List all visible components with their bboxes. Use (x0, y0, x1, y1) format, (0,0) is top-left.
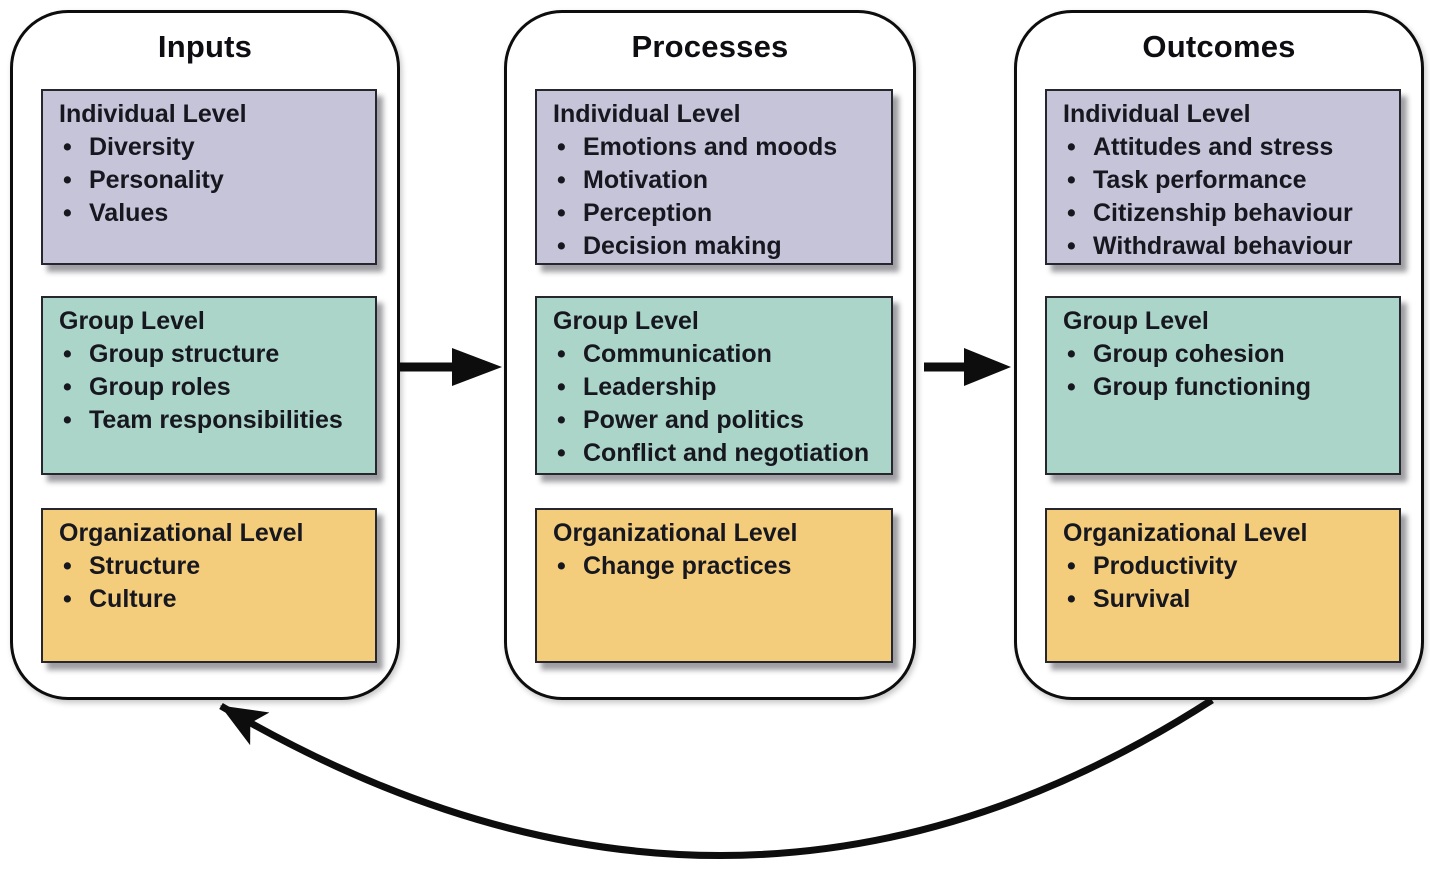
box-title: Group Level (553, 307, 699, 335)
panel-outcomes: Outcomes Individual Level Attitudes and … (1014, 10, 1424, 700)
box-title: Organizational Level (553, 519, 798, 547)
bullet-item: Citizenship behaviour (1063, 197, 1389, 230)
box-title: Organizational Level (59, 519, 304, 547)
arrow-processes-to-outcomes (924, 348, 1011, 386)
inputs-group-level-box: Group Level Group structureGroup rolesTe… (41, 296, 377, 475)
bullet-item: Emotions and moods (553, 131, 881, 164)
processes-group-level-box: Group Level CommunicationLeadershipPower… (535, 296, 893, 475)
bullet-list: DiversityPersonalityValues (59, 131, 365, 230)
bullet-item: Withdrawal behaviour (1063, 230, 1389, 263)
panel-outcomes-title: Outcomes (1142, 29, 1296, 64)
arrow-inputs-to-processes (399, 348, 502, 386)
box-title: Group Level (1063, 307, 1209, 335)
bullet-item: Culture (59, 583, 365, 616)
bullet-item: Structure (59, 550, 365, 583)
outcomes-group-level-box: Group Level Group cohesionGroup function… (1045, 296, 1401, 475)
box-title: Individual Level (553, 100, 741, 128)
bullet-list: CommunicationLeadershipPower and politic… (553, 338, 881, 470)
bullet-item: Values (59, 197, 365, 230)
bullet-item: Change practices (553, 550, 881, 583)
bullet-item: Group functioning (1063, 371, 1389, 404)
outcomes-individual-level-box: Individual Level Attitudes and stressTas… (1045, 89, 1401, 265)
box-title: Individual Level (1063, 100, 1251, 128)
bullet-list: ProductivitySurvival (1063, 550, 1389, 616)
bullet-item: Productivity (1063, 550, 1389, 583)
bullet-list: StructureCulture (59, 550, 365, 616)
box-title: Organizational Level (1063, 519, 1308, 547)
bullet-item: Communication (553, 338, 881, 371)
bullet-item: Decision making (553, 230, 881, 263)
bullet-item: Team responsibilities (59, 404, 365, 437)
bullet-item: Motivation (553, 164, 881, 197)
bullet-list: Group cohesionGroup functioning (1063, 338, 1389, 404)
bullet-list: Emotions and moodsMotivationPerceptionDe… (553, 131, 881, 263)
bullet-list: Change practices (553, 550, 881, 583)
bullet-item: Perception (553, 197, 881, 230)
bullet-list: Group structureGroup rolesTeam responsib… (59, 338, 365, 437)
arrow-feedback-outcomes-to-inputs (219, 697, 1214, 859)
panel-processes-title: Processes (631, 29, 789, 64)
bullet-item: Diversity (59, 131, 365, 164)
box-title: Group Level (59, 307, 205, 335)
bullet-item: Group cohesion (1063, 338, 1389, 371)
inputs-individual-level-box: Individual Level DiversityPersonalityVal… (41, 89, 377, 265)
bullet-item: Personality (59, 164, 365, 197)
inputs-organizational-level-box: Organizational Level StructureCulture (41, 508, 377, 663)
panel-inputs-title: Inputs (157, 29, 253, 64)
outcomes-organizational-level-box: Organizational Level ProductivitySurviva… (1045, 508, 1401, 663)
bullet-item: Task performance (1063, 164, 1389, 197)
bullet-item: Survival (1063, 583, 1389, 616)
bullet-item: Group roles (59, 371, 365, 404)
processes-individual-level-box: Individual Level Emotions and moodsMotiv… (535, 89, 893, 265)
bullet-list: Attitudes and stressTask performanceCiti… (1063, 131, 1389, 263)
bullet-item: Power and politics (553, 404, 881, 437)
bullet-item: Conflict and negotiation (553, 437, 881, 470)
bullet-item: Leadership (553, 371, 881, 404)
bullet-item: Group structure (59, 338, 365, 371)
bullet-item: Attitudes and stress (1063, 131, 1389, 164)
processes-organizational-level-box: Organizational Level Change practices (535, 508, 893, 663)
box-title: Individual Level (59, 100, 247, 128)
panel-processes: Processes Individual Level Emotions and … (504, 10, 916, 700)
panel-inputs: Inputs Individual Level DiversityPersona… (10, 10, 400, 700)
